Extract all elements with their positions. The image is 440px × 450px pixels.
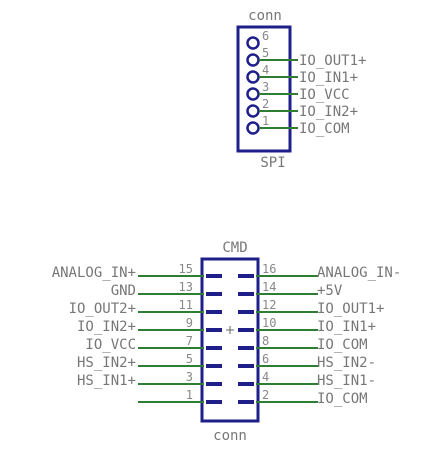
spi-pin-number: 6 bbox=[262, 29, 269, 43]
spi-pin-number: 1 bbox=[262, 114, 269, 128]
cmd-left-pin-number: 5 bbox=[186, 352, 193, 366]
cmd-left-pin-number: 7 bbox=[186, 334, 193, 348]
cmd-right-pin-number: 10 bbox=[262, 316, 276, 330]
spi-pin-label: IO_COM bbox=[299, 121, 350, 137]
cmd-right-pin-label: IO_IN1+ bbox=[317, 319, 376, 335]
spi-pin-circle bbox=[246, 87, 260, 101]
cmd-left-pin-number: 11 bbox=[179, 298, 193, 312]
spi-pin-label: IO_IN2+ bbox=[299, 104, 358, 120]
spi-pin-circle bbox=[246, 53, 260, 67]
cmd-left-pin-label: IO_IN2+ bbox=[77, 319, 136, 335]
spi-pin-number: 4 bbox=[262, 63, 269, 77]
cmd-body bbox=[200, 257, 260, 423]
cmd-left-pin-label: IO_OUT2+ bbox=[69, 301, 136, 317]
cmd-right-pin-number: 16 bbox=[262, 262, 276, 276]
cmd-name-label: CMD bbox=[222, 240, 247, 256]
spi-pin-circle bbox=[246, 104, 260, 118]
spi-value-label: conn bbox=[248, 8, 282, 24]
cmd-right-pin-label: HS_IN1- bbox=[317, 373, 376, 389]
spi-pin-label: IO_IN1+ bbox=[299, 70, 358, 86]
spi-pin-number: 5 bbox=[262, 46, 269, 60]
cmd-left-pin-number: 15 bbox=[179, 262, 193, 276]
cmd-value-label: conn bbox=[213, 428, 247, 444]
spi-pin-circle bbox=[246, 70, 260, 84]
cmd-left-pin-number: 13 bbox=[179, 280, 193, 294]
cmd-left-pin-label: HS_IN1+ bbox=[77, 373, 136, 389]
cmd-right-pin-label: IO_COM bbox=[317, 337, 368, 353]
cmd-right-pin-label: IO_COM bbox=[317, 391, 368, 407]
cmd-right-pin-number: 2 bbox=[262, 388, 269, 402]
spi-pin-number: 3 bbox=[262, 80, 269, 94]
cmd-left-pin-number: 9 bbox=[186, 316, 193, 330]
cmd-right-pin-number: 4 bbox=[262, 370, 269, 384]
cmd-right-pin-label: +5V bbox=[317, 283, 343, 299]
cmd-left-pin-number: 1 bbox=[186, 388, 193, 402]
spi-pin-circle bbox=[246, 36, 260, 50]
cmd-right-pin-number: 14 bbox=[262, 280, 276, 294]
cmd-left-pin-label: ANALOG_IN+ bbox=[52, 265, 136, 281]
cmd-left-pin-label: GND bbox=[111, 283, 136, 299]
cmd-left-pin-label: IO_VCC bbox=[85, 337, 136, 353]
spi-pin-circle bbox=[246, 121, 260, 135]
cmd-right-pin-number: 8 bbox=[262, 334, 269, 348]
cmd-left-pin-label: HS_IN2+ bbox=[77, 355, 136, 371]
spi-name-label: SPI bbox=[260, 155, 285, 171]
spi-pin-number: 2 bbox=[262, 97, 269, 111]
cmd-right-pin-label: HS_IN2- bbox=[317, 355, 376, 371]
cmd-right-pin-label: ANALOG_IN- bbox=[317, 265, 401, 281]
cmd-right-pin-number: 6 bbox=[262, 352, 269, 366]
spi-pin-label: IO_VCC bbox=[299, 87, 350, 103]
cmd-right-pin-label: IO_OUT1+ bbox=[317, 301, 384, 317]
spi-body bbox=[236, 25, 292, 153]
spi-pin-label: IO_OUT1+ bbox=[299, 53, 366, 69]
cmd-left-pin-number: 3 bbox=[186, 370, 193, 384]
cmd-right-pin-number: 12 bbox=[262, 298, 276, 312]
